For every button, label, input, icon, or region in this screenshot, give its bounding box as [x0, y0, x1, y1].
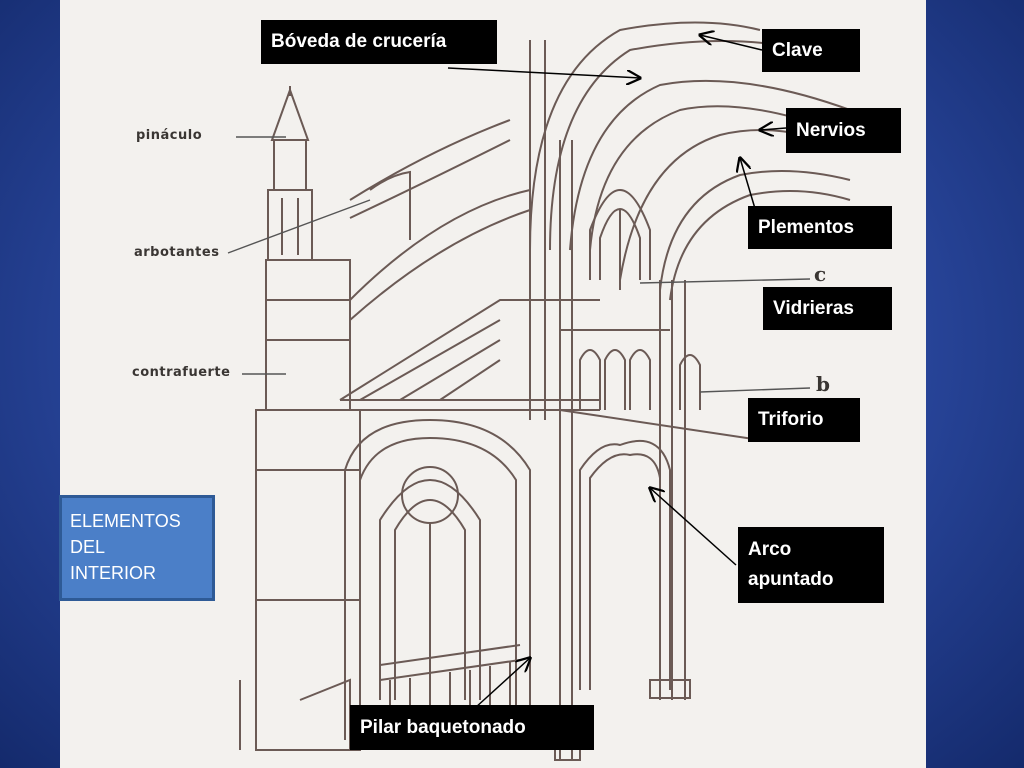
arrow-nervios	[760, 128, 787, 130]
label-arco-line2: apuntado	[748, 569, 834, 590]
arrow-plementos	[740, 158, 757, 213]
section-title-line-1: ELEMENTOS	[70, 511, 181, 531]
label-contrafuerte: contrafuerte	[132, 365, 231, 380]
label-arbotantes: arbotantes	[134, 245, 220, 260]
label-pilar-baquetonado: Pilar baquetonado	[350, 705, 594, 750]
section-title-line-2: DEL	[70, 537, 106, 557]
arrow-clave	[700, 35, 763, 51]
label-letter-b: b	[816, 372, 830, 396]
label-boveda-de-cruceria: Bóveda de crucería	[261, 20, 497, 64]
label-vidrieras: Vidrieras	[763, 287, 892, 330]
label-arco-apuntado: Arco apuntado	[738, 527, 884, 603]
section-title-line-3: INTERIOR	[70, 563, 157, 583]
arrow-boveda	[447, 67, 640, 78]
label-nervios: Nervios	[786, 108, 901, 153]
gothic-cathedral-section-illustration	[227, 21, 861, 761]
label-plementos: Plementos	[748, 206, 892, 249]
section-title-box: ELEMENTOS DEL INTERIOR	[59, 495, 215, 601]
arrow-arco	[650, 488, 737, 566]
label-pinaculo: pináculo	[136, 128, 203, 143]
label-letter-c: c	[814, 262, 827, 286]
label-arco-line1: Arco	[748, 539, 792, 560]
label-triforio: Triforio	[748, 398, 860, 442]
label-clave: Clave	[762, 29, 860, 72]
arrow-pilar	[474, 658, 530, 709]
